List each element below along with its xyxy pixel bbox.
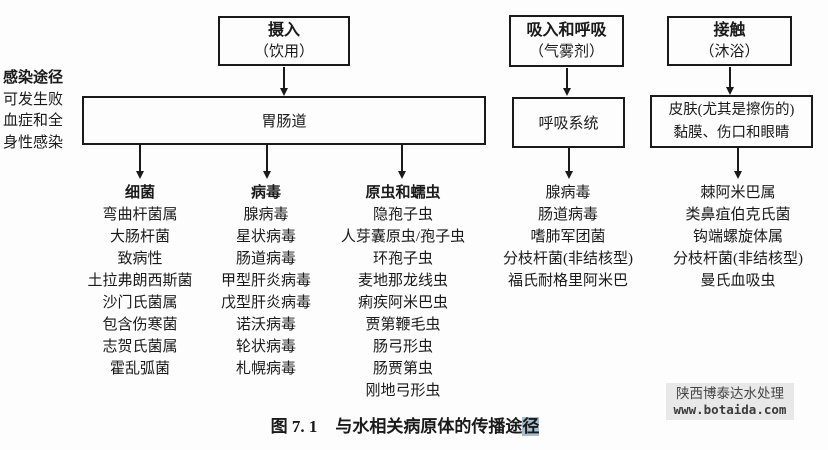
list-item: 戊型肝炎病毒 xyxy=(220,295,311,311)
list-item: 腺病毒 xyxy=(545,185,591,201)
column-bacteria-header: 细菌 xyxy=(124,185,155,201)
figure-caption-text: 与水相关病原体的传播途 xyxy=(335,417,523,436)
box-skin-line1: 皮肤(尤其是擦伤的) xyxy=(668,101,795,118)
watermark: 陕西博泰达水处理 www.botaida.com xyxy=(666,383,794,420)
column-contact-pathogens: 棘阿米巴属类鼻疽伯克氏菌钩端螺旋体属分枝杆菌(非结核型) 曼氏血吸虫 xyxy=(646,182,828,292)
list-item: 弯曲杆菌属 xyxy=(102,207,178,223)
arrow-down-icon xyxy=(726,67,734,95)
column-viruses-items: 腺病毒星状病毒肠道病毒甲型肝炎病毒戊型肝炎病毒诺沃病毒轮状病毒札幌病毒 xyxy=(191,204,341,380)
column-protozoa-helminths: 原虫和蠕虫 隐孢子虫人芽囊原虫/孢子虫环孢子虫麦地那龙线虫痢疾阿米巴虫贾第鞭毛虫… xyxy=(318,182,488,402)
box-gastrointestinal-label: 胃肠道 xyxy=(261,114,307,130)
list-item: 环孢子虫 xyxy=(372,251,433,267)
list-item: 人芽囊原虫/孢子虫 xyxy=(340,229,466,245)
arrow-down-icon xyxy=(280,67,288,96)
list-item: 肠贾第虫 xyxy=(372,361,433,377)
watermark-company-name: 陕西博泰达水处理 xyxy=(676,386,784,401)
list-item: 包含伤寒菌 xyxy=(102,317,178,333)
list-item: 肠道病毒 xyxy=(235,251,296,267)
list-item: 嗜肺军团菌 xyxy=(530,229,606,245)
column-protozoa-header: 原虫和蠕虫 xyxy=(365,185,441,201)
arrow-down-icon xyxy=(565,148,573,179)
column-respiratory-pathogens: 腺病毒肠道病毒嗜肺军团菌分枝杆菌(非结核型) 福氏耐格里阿米巴 xyxy=(482,182,654,292)
list-item: 曼氏血吸虫 xyxy=(700,273,776,289)
list-item: 霍乱弧菌 xyxy=(109,361,170,377)
list-item: 痢疾阿米巴虫 xyxy=(357,295,448,311)
list-item: 志贺氏菌属 xyxy=(102,339,178,355)
box-inhalation: 吸入和呼吸 （气雾剂） xyxy=(509,15,624,67)
arrow-down-icon xyxy=(563,68,571,96)
list-item: 肠道病毒 xyxy=(537,207,598,223)
column-viruses: 病毒 腺病毒星状病毒肠道病毒甲型肝炎病毒戊型肝炎病毒诺沃病毒轮状病毒札幌病毒 xyxy=(191,182,341,380)
list-item: 刚地弓形虫 xyxy=(365,383,441,399)
list-item: 隐孢子虫 xyxy=(372,207,433,223)
watermark-url: www.botaida.com xyxy=(673,402,787,417)
arrow-down-icon xyxy=(398,145,406,179)
list-item: 肠弓形虫 xyxy=(372,339,433,355)
list-item: 贾第鞭毛虫 xyxy=(365,317,441,333)
list-item: 福氏耐格里阿米巴 xyxy=(507,273,628,289)
list-item: 诺沃病毒 xyxy=(235,317,296,333)
list-item: 麦地那龙线虫 xyxy=(357,273,448,289)
box-inhalation-title: 吸入和呼吸 xyxy=(526,22,607,39)
column-protozoa-items: 隐孢子虫人芽囊原虫/孢子虫环孢子虫麦地那龙线虫痢疾阿米巴虫贾第鞭毛虫肠弓形虫肠贾… xyxy=(318,204,488,402)
infection-route-note: 感染途径 可发生败 血症和全 身性感染 xyxy=(3,68,89,154)
box-gastrointestinal: 胃肠道 xyxy=(82,96,486,145)
arrow-down-icon xyxy=(734,148,742,179)
list-item: 棘阿米巴属 xyxy=(700,185,776,201)
list-item: 沙门氏菌属 xyxy=(102,295,178,311)
list-item: 札幌病毒 xyxy=(235,361,296,377)
figure-caption-number: 图 7. 1 xyxy=(270,417,318,436)
box-inhalation-subtitle: （气雾剂） xyxy=(528,44,604,60)
box-ingestion: 摄入 （饮用） xyxy=(218,16,350,66)
box-respiratory: 呼吸系统 xyxy=(512,97,625,148)
list-item: 致病性 xyxy=(117,251,163,267)
list-item: 甲型肝炎病毒 xyxy=(220,273,311,289)
list-item: 类鼻疽伯克氏菌 xyxy=(685,207,791,223)
list-item: 大肠杆菌 xyxy=(109,229,170,245)
list-item: 星状病毒 xyxy=(235,229,296,245)
box-ingestion-subtitle: （饮用） xyxy=(253,44,314,60)
column-bacteria-items: 弯曲杆菌属大肠杆菌致病性土拉弗朗西斯菌沙门氏菌属包含伤寒菌志贺氏菌属霍乱弧菌 xyxy=(65,204,215,380)
list-item: 腺病毒 xyxy=(243,207,289,223)
box-contact: 接触 （沐浴） xyxy=(667,16,792,66)
list-item: 分枝杆菌(非结核型) xyxy=(503,251,633,267)
column-contact-items: 棘阿米巴属类鼻疽伯克氏菌钩端螺旋体属分枝杆菌(非结核型) 曼氏血吸虫 xyxy=(646,182,828,292)
box-ingestion-title: 摄入 xyxy=(267,22,300,39)
box-skin-line2: 黏膜、伤口和眼睛 xyxy=(673,124,790,141)
infection-route-note-title: 感染途径 xyxy=(3,70,64,86)
column-viruses-header: 病毒 xyxy=(250,185,281,201)
list-item: 分枝杆菌(非结核型) xyxy=(673,251,803,267)
list-item: 钩端螺旋体属 xyxy=(692,229,783,245)
box-contact-title: 接触 xyxy=(713,22,746,39)
arrow-down-icon xyxy=(263,145,271,179)
figure-caption-highlighted-char: 径 xyxy=(522,417,540,436)
list-item: 轮状病毒 xyxy=(235,339,296,355)
infection-route-note-line: 血症和全 xyxy=(3,113,64,129)
box-contact-subtitle: （沐浴） xyxy=(699,44,760,60)
box-respiratory-label: 呼吸系统 xyxy=(538,116,599,132)
infection-route-note-line: 身性感染 xyxy=(3,134,64,151)
column-bacteria: 细菌 弯曲杆菌属大肠杆菌致病性土拉弗朗西斯菌沙门氏菌属包含伤寒菌志贺氏菌属霍乱弧… xyxy=(65,182,215,380)
arrow-down-icon xyxy=(136,145,144,179)
column-respiratory-items: 腺病毒肠道病毒嗜肺军团菌分枝杆菌(非结核型) 福氏耐格里阿米巴 xyxy=(482,182,654,292)
figure-caption: 图 7. 1 与水相关病原体的传播途径 xyxy=(115,412,695,437)
box-skin-mucosa: 皮肤(尤其是擦伤的) 黏膜、伤口和眼睛 xyxy=(650,95,813,148)
list-item: 土拉弗朗西斯菌 xyxy=(87,273,193,289)
infection-route-note-line: 可发生败 xyxy=(3,91,64,108)
